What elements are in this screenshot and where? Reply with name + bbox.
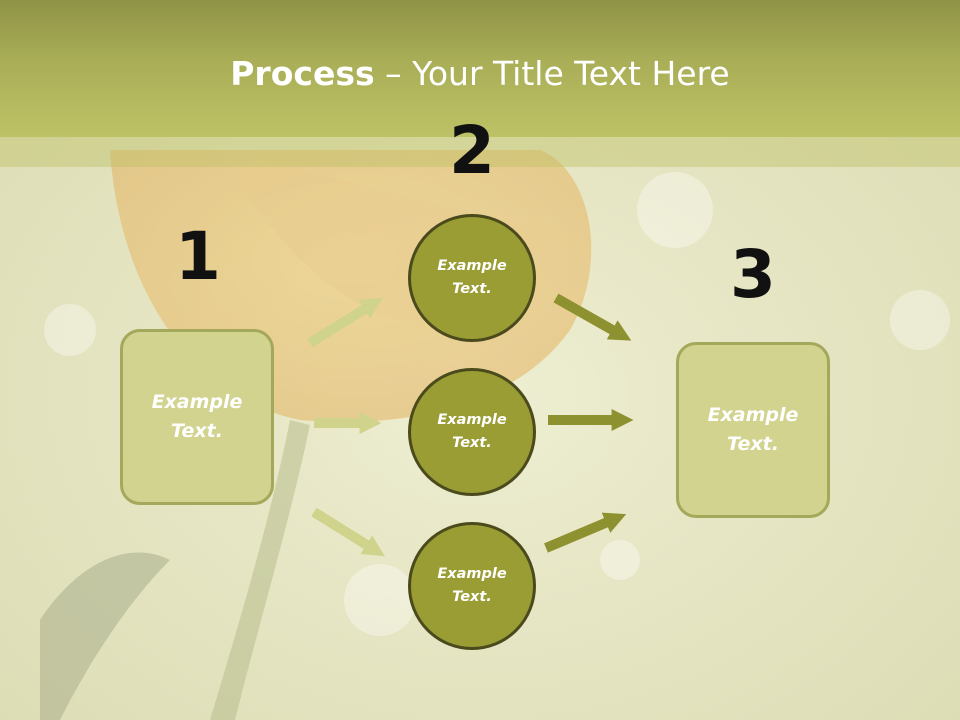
title-band — [0, 0, 960, 137]
step-3-box[interactable]: Example Text. — [676, 342, 830, 518]
slide-title-bold: Process — [230, 54, 375, 93]
arrow-1-to-top — [307, 297, 383, 348]
step-number-3: 3 — [730, 236, 776, 313]
slide-title-rest: – Your Title Text Here — [374, 54, 730, 93]
step-number-2: 2 — [449, 112, 495, 189]
step-2-circle-bottom[interactable]: Example Text. — [408, 522, 536, 650]
step-1-box[interactable]: Example Text. — [120, 329, 274, 505]
title-band-shadow — [0, 137, 960, 167]
circle-bottom-text: Example Text. — [437, 566, 507, 605]
arrow-top-to-3 — [553, 293, 632, 341]
step-1-text: Example Text. — [151, 391, 243, 442]
arrow-1-to-bottom — [311, 507, 385, 557]
step-number-1: 1 — [175, 218, 221, 295]
arrow-bottom-to-3 — [544, 512, 627, 553]
circle-top-text: Example Text. — [437, 258, 507, 297]
circle-middle-text: Example Text. — [437, 412, 507, 451]
step-3-text: Example Text. — [707, 404, 799, 455]
slide-title[interactable]: Process – Your Title Text Here — [0, 52, 960, 96]
step-2-circle-top[interactable]: Example Text. — [408, 214, 536, 342]
step-2-circle-middle[interactable]: Example Text. — [408, 368, 536, 496]
